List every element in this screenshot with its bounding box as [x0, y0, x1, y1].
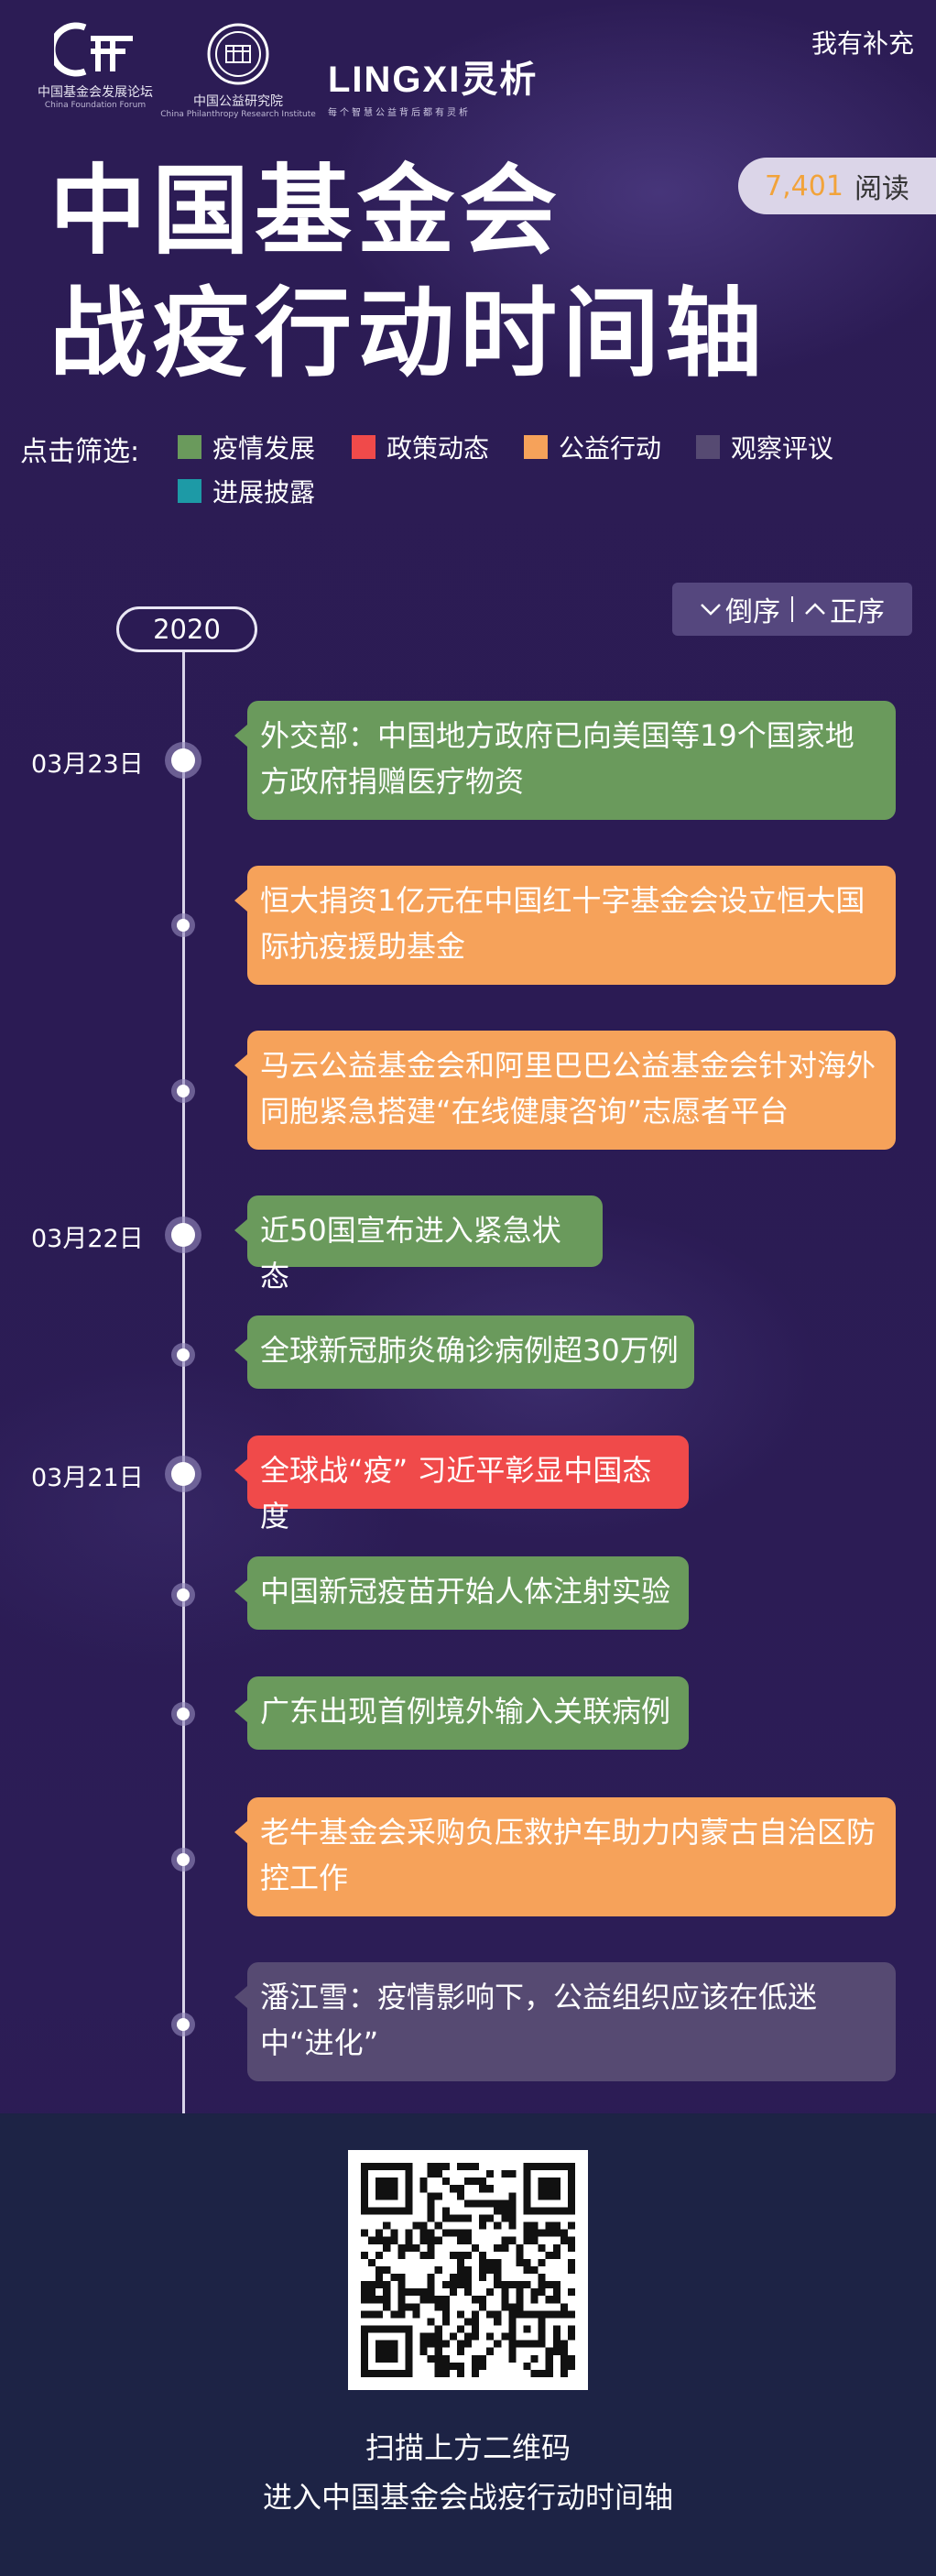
filter-swatch-icon [524, 435, 548, 459]
timeline-date-node [165, 742, 201, 779]
timeline-event-card[interactable]: 近50国宣布进入紧急状态 [234, 1195, 603, 1293]
timeline-date-node [165, 1456, 201, 1492]
logo1-sub: China Foundation Forum [44, 101, 147, 110]
filter-swatch-icon [352, 435, 375, 459]
timeline-node [171, 913, 195, 937]
read-count-badge: 7,401 阅读 [738, 158, 936, 214]
sort-desc-label: 倒序 [725, 596, 780, 628]
timeline-event-card[interactable]: 广东出现首例境外输入关联病例 [234, 1676, 689, 1750]
cpri-seal-icon [207, 23, 269, 85]
filter-progress[interactable]: 进展披露 [178, 473, 315, 509]
timeline-event-card[interactable]: 马云公益基金会和阿里巴巴公益基金会针对海外同胞紧急搭建“在线健康咨询”志愿者平台 [234, 1031, 896, 1150]
filter-policy[interactable]: 政策动态 [352, 429, 489, 465]
date-label: 03月22日 [31, 1225, 144, 1253]
sort-asc-label: 正序 [830, 596, 885, 628]
timeline-node [171, 1079, 195, 1103]
year-marker: 2020 [116, 606, 257, 652]
logo2-name: 中国公益研究院 [193, 94, 283, 109]
footer-caption: 进入中国基金会战疫行动时间轴 [262, 2480, 673, 2515]
cpri-logo: 中国公益研究院 China Philanthropy Research Inst… [160, 22, 316, 119]
qr-code-icon [361, 2163, 575, 2377]
timeline-event-card[interactable]: 潘江雪：疫情影响下，公益组织应该在低迷中“进化” [234, 1962, 896, 2081]
cff-logo-icon [54, 22, 133, 77]
sort-asc-button[interactable]: 正序 [799, 589, 890, 629]
china-foundation-forum-logo: 中国基金会发展论坛 China Foundation Forum [22, 22, 169, 110]
filter-swatch-icon [178, 479, 201, 503]
logo1-name: 中国基金会发展论坛 [38, 85, 153, 100]
date-label: 03月21日 [31, 1464, 144, 1492]
timeline-event-card[interactable]: 中国新冠疫苗开始人体注射实验 [234, 1556, 689, 1630]
sort-toggle: 倒序 正序 [672, 583, 912, 636]
filter-label-policy: 政策动态 [386, 433, 490, 464]
sort-divider [791, 596, 793, 622]
timeline-event-card[interactable]: 外交部：中国地方政府已向美国等19个国家地方政府捐赠医疗物资 [234, 701, 896, 820]
timeline-node [171, 1583, 195, 1607]
filter-commentary[interactable]: 观察评议 [696, 429, 833, 465]
filter-label-epidemic: 疫情发展 [212, 433, 316, 464]
filter-label-progress: 进展披露 [212, 477, 316, 508]
filter-swatch-icon [178, 435, 201, 459]
timeline-line [182, 652, 185, 2113]
logo2-sub: China Philanthropy Research Institute [160, 110, 316, 119]
read-label: 阅读 [854, 173, 909, 205]
timeline-date-node [165, 1217, 201, 1253]
qr-code[interactable] [348, 2150, 588, 2390]
filter-epidemic[interactable]: 疫情发展 [178, 429, 315, 465]
timeline-event-card[interactable]: 全球新冠肺炎确诊病例超30万例 [234, 1315, 694, 1389]
timeline-event-card[interactable]: 全球战“疫” 习近平彰显中国态度 [234, 1435, 689, 1534]
chevron-down-icon [701, 604, 721, 616]
filter-label-charity: 公益行动 [559, 433, 662, 464]
filter-label-commentary: 观察评议 [731, 433, 834, 464]
chevron-up-icon [805, 603, 825, 615]
filter-label: 点击筛选: [20, 436, 140, 468]
timeline-node [171, 1702, 195, 1726]
timeline-node [171, 2013, 195, 2036]
footer: 扫描上方二维码 进入中国基金会战疫行动时间轴 [0, 2113, 936, 2576]
page-title-line1: 中国基金会 [49, 155, 562, 267]
sort-desc-button[interactable]: 倒序 [694, 589, 786, 629]
timeline-node [171, 1343, 195, 1367]
timeline-event-card[interactable]: 老牛基金会采购负压救护车助力内蒙古自治区防控工作 [234, 1797, 896, 1916]
page-title-line2: 战疫行动时间轴 [49, 278, 767, 390]
lingxi-logo: LINGXI灵析 每个智慧公益背后都有灵析 [328, 22, 539, 118]
footer-instruction: 扫描上方二维码 [365, 2430, 571, 2465]
date-label: 03月23日 [31, 750, 144, 779]
lingxi-wordmark: LINGXI灵析 [328, 60, 539, 100]
read-count: 7,401 [765, 169, 843, 202]
timeline-event-card[interactable]: 恒大捐资1亿元在中国红十字基金会设立恒大国际抗疫援助基金 [234, 866, 896, 985]
supplement-link[interactable]: 我有补充 [811, 28, 914, 59]
filter-swatch-icon [696, 435, 720, 459]
filter-charity[interactable]: 公益行动 [524, 429, 661, 465]
timeline-node [171, 1848, 195, 1872]
lingxi-slogan: 每个智慧公益背后都有灵析 [328, 108, 471, 118]
